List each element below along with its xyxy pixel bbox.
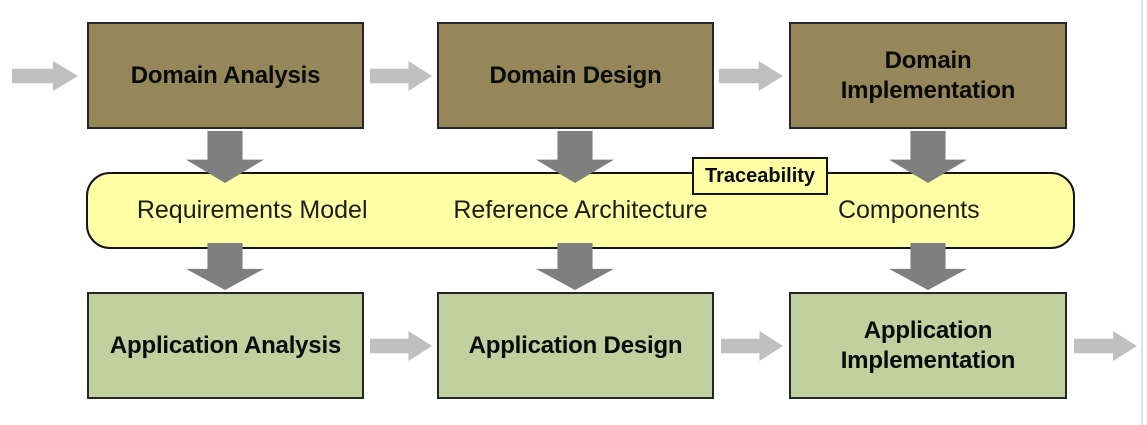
application-design-box: Application Design: [437, 292, 714, 399]
domain-implementation-label: Domain Implementation: [840, 47, 1016, 104]
down-arrow-to-application-design-icon: [536, 243, 614, 290]
application-design-label: Application Design: [468, 331, 683, 359]
page-edge-line: [1141, 0, 1143, 425]
application-implementation-box: Application Implementation: [789, 292, 1067, 399]
down-arrow-to-application-implementation-icon: [889, 243, 967, 290]
requirements-model-label: Requirements Model: [136, 196, 368, 224]
down-arrow-to-application-analysis-icon: [186, 243, 264, 290]
application-analysis-box: Application Analysis: [87, 292, 364, 399]
components-label: Components: [837, 196, 980, 224]
domain-analysis-label: Domain Analysis: [130, 61, 321, 89]
incoming-flow-arrow-icon: [12, 61, 78, 91]
reference-architecture-label: Reference Architecture: [453, 196, 708, 224]
outgoing-flow-arrow-icon: [1074, 331, 1137, 361]
traceability-band: Requirements Model Reference Architectur…: [86, 172, 1075, 249]
domain-implementation-box: Domain Implementation: [789, 22, 1067, 129]
arrow-application-analysis-to-design-icon: [370, 331, 432, 361]
application-implementation-label: Application Implementation: [840, 317, 1016, 374]
application-analysis-label: Application Analysis: [109, 331, 342, 359]
arrow-application-design-to-implementation-icon: [721, 331, 783, 361]
domain-design-box: Domain Design: [437, 22, 714, 129]
arrow-domain-analysis-to-design-icon: [370, 61, 432, 91]
traceability-tag: Traceability: [692, 157, 828, 195]
arrow-domain-design-to-implementation-icon: [719, 61, 783, 91]
domain-analysis-box: Domain Analysis: [87, 22, 364, 129]
domain-design-label: Domain Design: [489, 61, 662, 89]
